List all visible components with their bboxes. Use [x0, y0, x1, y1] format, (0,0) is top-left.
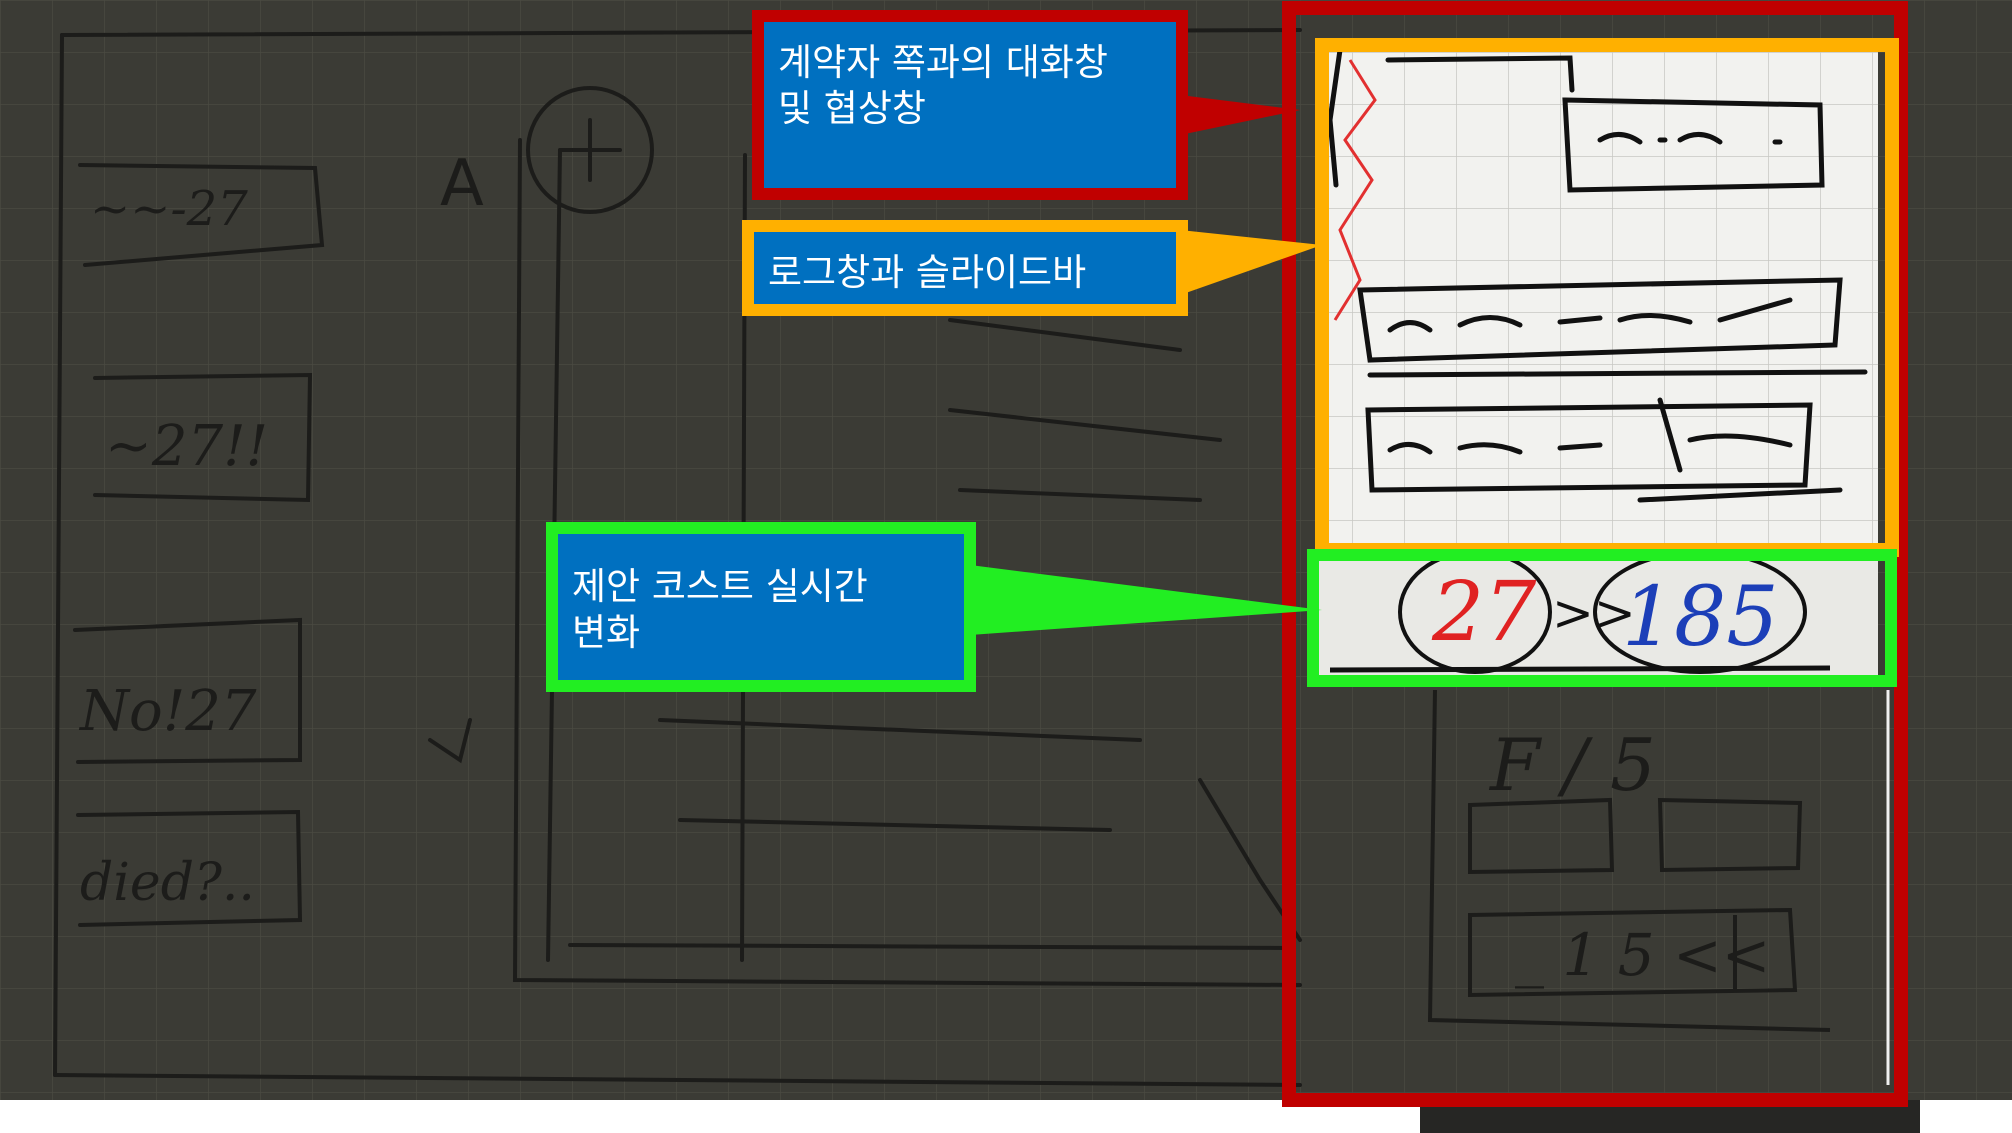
- dialog-callout-pointer: [1180, 95, 1300, 135]
- cost-callout-line2: 변화: [572, 611, 641, 654]
- side-letter-a: A: [440, 147, 484, 221]
- fraction-sketch: F / 5: [1488, 723, 1656, 807]
- dialog-highlight-frame: [1282, 1, 1908, 1107]
- lower-panel-strokes: [1427, 689, 1831, 1032]
- cost-arrow: >>: [1552, 584, 1636, 642]
- log-window-sketch: [1318, 45, 1878, 545]
- log-callout-text: 로그창과 슬라이드바: [768, 251, 1087, 294]
- pager-sketch: _ 1 5 <<: [1515, 921, 1770, 989]
- left-card-labels: ~~-27 ~27!! No!27 died?.. A: [78, 147, 484, 913]
- card-label-2: ~27!!: [105, 414, 268, 479]
- cost-after-value: 185: [1622, 570, 1779, 665]
- cost-underline: [1329, 665, 1831, 673]
- log-callout-pointer: [1180, 230, 1322, 295]
- dialog-callout: 계약자 쪽과의 대화창 및 협상창: [752, 10, 1188, 200]
- cost-callout-line1: 제안 코스트 실시간: [572, 565, 868, 608]
- cost-callout-pointer: [970, 565, 1322, 635]
- cost-before-value: 27: [1431, 565, 1537, 660]
- card-label-1: ~~-27: [90, 181, 248, 237]
- cost-callout: 제안 코스트 실시간 변화: [546, 522, 976, 692]
- log-window-strokes: [1327, 47, 1868, 503]
- card-label-4: died?..: [80, 853, 255, 913]
- red-slider-stroke: [1333, 59, 1377, 321]
- dialog-callout-line2: 및 협상창: [778, 87, 926, 130]
- cost-highlight-frame: [1307, 549, 1897, 687]
- dialog-callout-line1: 계약자 쪽과의 대화창: [778, 41, 1108, 84]
- card-label-3: No!27: [78, 679, 257, 744]
- log-callout: 로그창과 슬라이드바: [742, 220, 1188, 316]
